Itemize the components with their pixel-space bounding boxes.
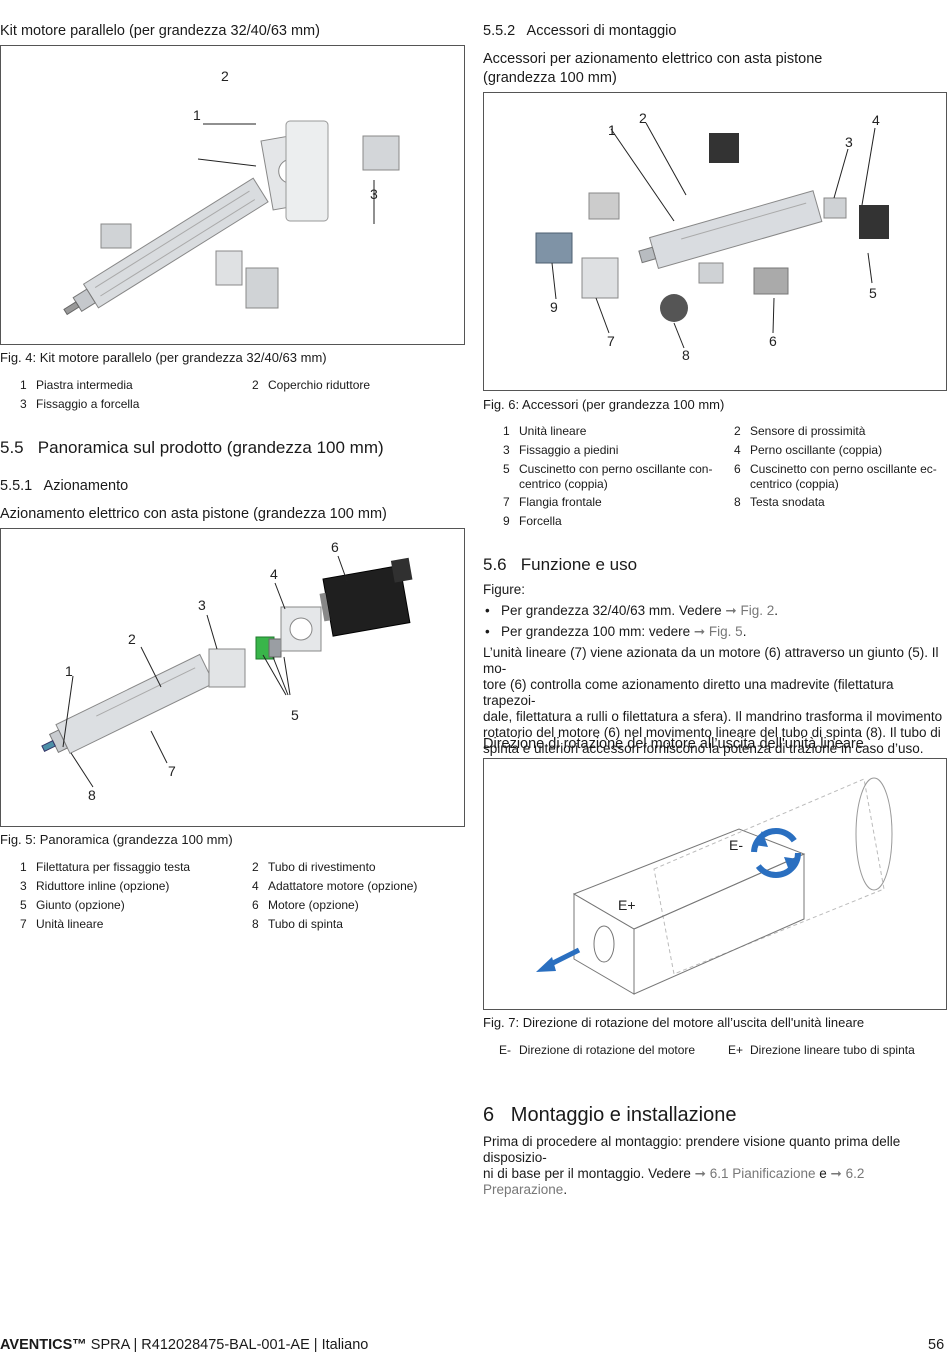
figure-6-accessories: 2 1 4 3 5 9 7 6 8: [483, 92, 947, 391]
function-paragraph: L’unità lineare (7) viene azionata da un…: [483, 645, 945, 757]
fig5-callout-3: 3: [198, 597, 206, 613]
paragraph-line: Prima di procedere al montaggio: prender…: [483, 1134, 901, 1165]
paragraph-line: tore (6) controlla come azionamento dire…: [483, 677, 894, 708]
planning-link[interactable]: ➞ 6.1 Pianificazione: [694, 1166, 816, 1181]
fig5-caption: Fig. 5: Panoramica (grandezza 100 mm): [0, 832, 233, 847]
paragraph-line: dale, filettatura a rulli o filettatura …: [483, 709, 943, 724]
fig5-callout-4: 4: [270, 566, 278, 582]
fig6-callout-9: 9: [550, 299, 558, 315]
fig5-callout-5: 5: [291, 707, 299, 723]
fig6-callout-2: 2: [639, 110, 647, 126]
fig2-link[interactable]: ➞ Fig. 2: [725, 603, 775, 618]
paragraph-line: ni di base per il montaggio. Vedere ➞ 6.…: [483, 1166, 865, 1197]
fig6-callout-7: 7: [607, 333, 615, 349]
brand-name: AVENTICS™: [0, 1337, 87, 1353]
section-6-heading: 6 Montaggio e installazione: [483, 1104, 737, 1126]
legend-item: E+Direzione lineare tubo di spinta: [728, 1043, 915, 1057]
section-6-paragraph: Prima di procedere al montaggio: prender…: [483, 1134, 945, 1198]
figure-5-overview: 6 4 3 2 1 5 7 8: [0, 528, 465, 827]
legend-item-continuation: centrico (coppia): [750, 477, 839, 491]
preparation-link[interactable]: ➞ 6.2 Preparazione: [483, 1166, 865, 1197]
kit-title: Kit motore parallelo (per grandezza 32/4…: [0, 23, 320, 39]
label-e-minus: E-: [729, 837, 743, 853]
fig6-callout-8: 8: [682, 347, 690, 363]
drive-title: Azionamento elettrico con asta pistone (…: [0, 506, 387, 522]
figure-reference-list: Per grandezza 32/40/63 mm. Vedere ➞ Fig.…: [483, 603, 943, 645]
figure-7-rotation-direction: E- E+: [483, 758, 947, 1010]
fig4-caption: Fig. 4: Kit motore parallelo (per grande…: [0, 350, 327, 365]
fig6-callout-4: 4: [872, 112, 880, 128]
fig6-callout-6: 6: [769, 333, 777, 349]
accessories-title-line1: Accessori per azionamento elettrico con …: [483, 51, 823, 67]
section-5-5-1-heading: 5.5.1 Azionamento: [0, 478, 129, 494]
fig5-link[interactable]: ➞ Fig. 5: [693, 624, 743, 639]
fig5-callout-8: 8: [88, 787, 96, 803]
fig5-callout-7: 7: [168, 763, 176, 779]
fig6-caption: Fig. 6: Accessori (per grandezza 100 mm): [483, 397, 725, 412]
section-5-5-heading: 5.5 Panoramica sul prodotto (grandezza 1…: [0, 438, 384, 457]
figure-label: Figure:: [483, 582, 526, 597]
list-item: Per grandezza 32/40/63 mm. Vedere ➞ Fig.…: [483, 603, 943, 619]
fig4-callout-1: 1: [193, 107, 201, 123]
paragraph-line: rotatorio del motore (6) nel movimento l…: [483, 725, 941, 740]
paragraph-line: L’unità lineare (7) viene azionata da un…: [483, 645, 939, 676]
fig5-callout-1: 1: [65, 663, 73, 679]
fig6-callout-1: 1: [608, 122, 616, 138]
section-5-6-heading: 5.6 Funzione e uso: [483, 555, 638, 574]
list-item: Per grandezza 100 mm: vedere ➞ Fig. 5.: [483, 624, 943, 640]
fig6-callout-5: 5: [869, 285, 877, 301]
legend-item: E-Direzione di rotazione del motore: [499, 1043, 696, 1057]
fig4-callout-3: 3: [370, 186, 378, 202]
fig5-callout-6: 6: [331, 539, 339, 555]
document-id: SPRA | R412028475-BAL-001-AE | Italiano: [86, 1337, 369, 1353]
fig6-callout-3: 3: [845, 134, 853, 150]
figure-4-parallel-kit: 2 1 3: [0, 45, 465, 345]
accessories-illustration: [535, 122, 889, 349]
section-5-5-2-heading: 5.5.2 Accessori di montaggio: [483, 23, 677, 39]
fig5-callout-2: 2: [128, 631, 136, 647]
page-number: 56: [928, 1337, 945, 1353]
fig7-caption: Fig. 7: Direzione di rotazione del motor…: [483, 1015, 865, 1030]
legend-item-continuation: centrico (coppia): [519, 477, 608, 491]
drive-overview-illustration: [41, 555, 413, 788]
paragraph-line: spinta e ulteriori accessori forniscono …: [483, 741, 924, 756]
parallel-kit-illustration: [63, 120, 400, 316]
rotation-direction-diagram: [536, 777, 893, 995]
rotation-direction-title: Direzione di rotazione del motore all’us…: [483, 736, 864, 752]
label-e-plus: E+: [618, 897, 636, 913]
footer-doc-info: AVENTICS™ SPRA | R412028475-BAL-001-AE |…: [0, 1337, 368, 1353]
fig4-callout-2: 2: [221, 68, 229, 84]
accessories-title-line2: (grandezza 100 mm): [483, 70, 617, 86]
